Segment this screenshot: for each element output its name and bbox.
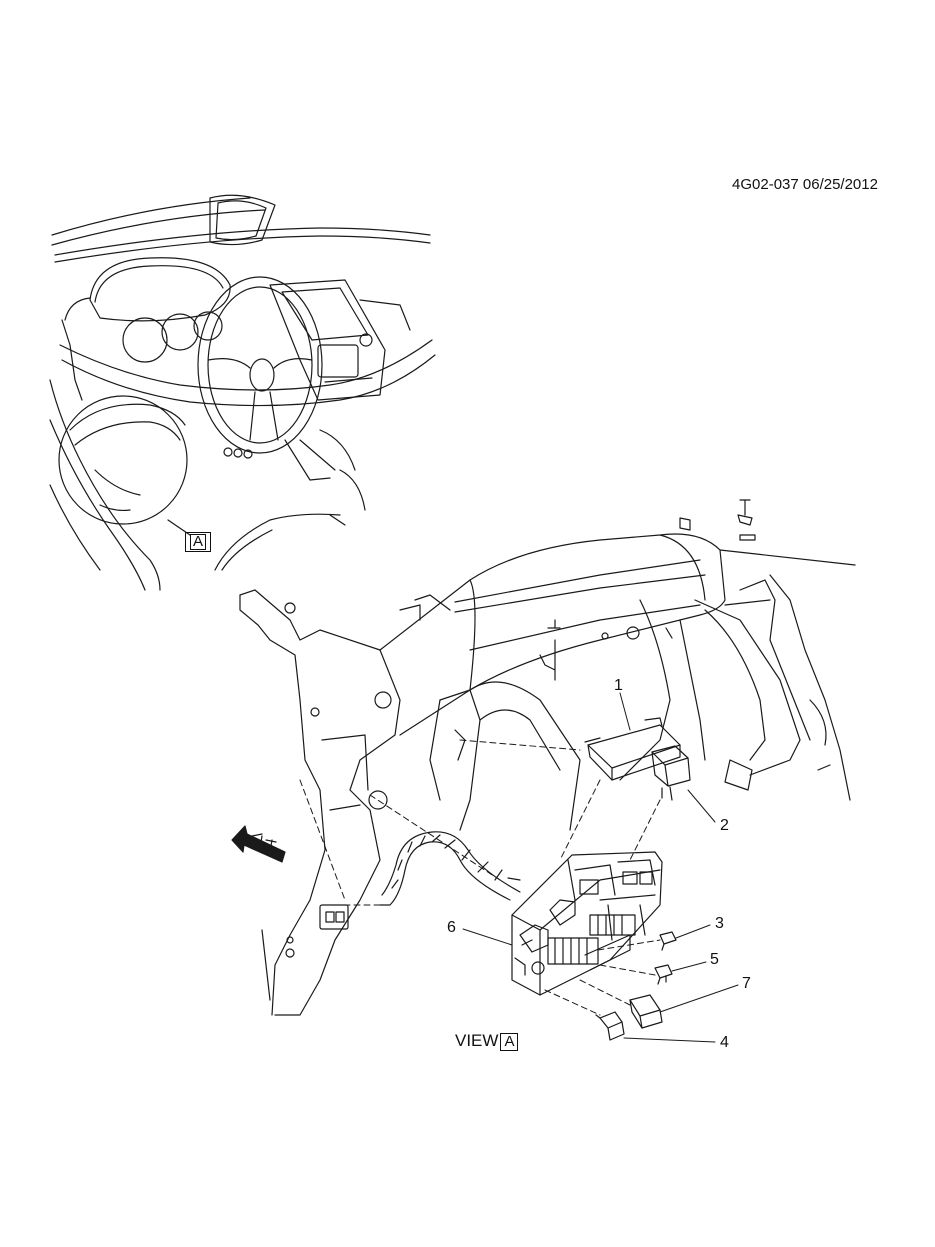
callout-leaders bbox=[462, 692, 739, 1043]
callout-2: 2 bbox=[720, 817, 729, 834]
dashboard-overview bbox=[49, 194, 436, 591]
detail-marker-letter: A bbox=[190, 534, 207, 550]
part-3-fuse bbox=[659, 931, 677, 951]
part-7-relay bbox=[629, 994, 663, 1029]
detail-marker: A bbox=[185, 532, 212, 552]
view-label-text: VIEW bbox=[455, 1031, 499, 1050]
callout-5: 5 bbox=[710, 951, 719, 968]
callout-6: 6 bbox=[447, 919, 456, 936]
part-4-fuse bbox=[595, 1011, 625, 1041]
wiring-harness bbox=[379, 831, 521, 906]
part-5-fuse bbox=[654, 964, 673, 985]
callout-4: 4 bbox=[720, 1034, 729, 1051]
callout-7: 7 bbox=[742, 975, 751, 992]
callout-1: 1 bbox=[614, 677, 623, 694]
view-letter: A bbox=[500, 1033, 519, 1051]
part-6-fuse-block bbox=[511, 851, 663, 996]
callout-3: 3 bbox=[715, 915, 724, 932]
document-reference: 4G02-037 06/25/2012 bbox=[732, 176, 878, 193]
part-2-relay bbox=[651, 745, 691, 801]
install-paths bbox=[299, 739, 661, 1016]
front-arrow-icon bbox=[231, 825, 286, 863]
